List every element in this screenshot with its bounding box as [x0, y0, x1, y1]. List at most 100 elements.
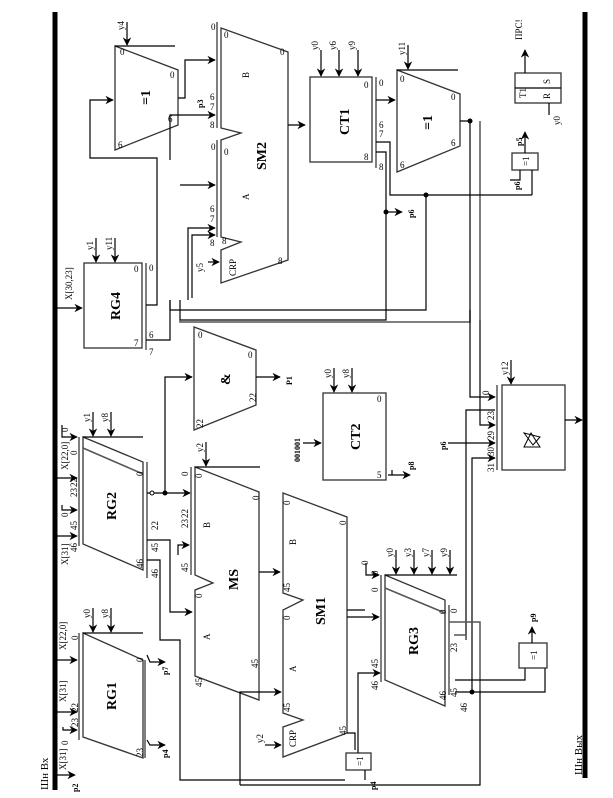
svg-text:6: 6	[210, 92, 215, 102]
svg-text:y2: y2	[195, 443, 205, 452]
svg-text:y0: y0	[310, 41, 320, 51]
svg-text:A: A	[241, 193, 251, 200]
svg-text:0: 0	[211, 142, 216, 152]
xor-p4-block: =1 p4	[345, 668, 381, 790]
svg-text:8: 8	[210, 120, 215, 130]
svg-text:001001: 001001	[293, 438, 302, 462]
svg-text:7: 7	[379, 129, 384, 139]
svg-text:RG2: RG2	[105, 492, 120, 520]
svg-text:y0: y0	[82, 609, 92, 619]
rg1-block: RG1 0 22 23 23 0 0 X[22,0] X[31] y0 y8 p…	[57, 608, 170, 759]
svg-text:22: 22	[180, 509, 190, 518]
ct2-block: CT2 0 5 001001 y0 y8 p8	[293, 368, 416, 481]
svg-text:23: 23	[180, 519, 190, 529]
svg-text:6: 6	[149, 330, 154, 340]
svg-text:y2: y2	[255, 734, 265, 743]
svg-text:RG4: RG4	[109, 292, 124, 320]
svg-text:B: B	[241, 72, 251, 78]
svg-text:6: 6	[379, 120, 384, 130]
svg-text:45: 45	[338, 726, 348, 736]
svg-text:6: 6	[210, 204, 215, 214]
svg-text:8: 8	[364, 152, 369, 162]
svg-text:7: 7	[210, 102, 215, 112]
svg-text:45: 45	[449, 688, 459, 698]
svg-text:y0: y0	[385, 548, 395, 558]
svg-text:0: 0	[198, 330, 203, 340]
svg-text:=1: =1	[355, 756, 365, 766]
svg-text:0: 0	[370, 570, 380, 575]
svg-text:y8: y8	[341, 369, 351, 379]
svg-text:0: 0	[251, 495, 261, 500]
svg-text:y9: y9	[439, 548, 449, 558]
xor-top-block: =1 0 0 6 6 y4	[114, 21, 179, 151]
svg-text:p4: p4	[161, 750, 170, 758]
svg-text:p6: p6	[407, 210, 416, 218]
svg-text:46: 46	[150, 569, 160, 579]
svg-text:P1: P1	[285, 376, 294, 385]
svg-text:y12: y12	[500, 362, 510, 376]
svg-text:30: 30	[486, 447, 496, 457]
sm1-block: SM1 B A CRP 0 0 45 0 45 45 y2	[255, 492, 348, 758]
svg-text:CT2: CT2	[349, 424, 364, 450]
svg-text:23: 23	[70, 718, 80, 728]
svg-text:0: 0	[69, 450, 79, 455]
svg-text:6: 6	[451, 138, 456, 148]
svg-text:0: 0	[481, 390, 491, 395]
svg-text:y0: y0	[323, 369, 333, 379]
svg-text:0: 0	[338, 520, 348, 525]
svg-text:29: 29	[486, 431, 496, 441]
svg-text:0: 0	[364, 80, 369, 90]
svg-text:y11: y11	[397, 42, 407, 55]
svg-text:0: 0	[149, 263, 154, 273]
xor-p9-block: =1 p9	[518, 614, 548, 669]
svg-text:y4: y4	[116, 21, 126, 31]
svg-text:p7: p7	[161, 667, 170, 675]
svg-text:0: 0	[135, 657, 145, 662]
svg-text:0: 0	[60, 512, 70, 517]
svg-text:y5: y5	[195, 263, 205, 273]
svg-text:45: 45	[194, 678, 204, 688]
svg-text:45: 45	[250, 659, 260, 669]
svg-text:0: 0	[60, 427, 70, 432]
svg-text:0: 0	[379, 78, 384, 88]
svg-text:23: 23	[69, 488, 79, 498]
svg-text:7: 7	[149, 347, 154, 357]
svg-text:MS: MS	[227, 569, 242, 590]
svg-text:23: 23	[449, 643, 459, 653]
svg-text:T1: T1	[518, 88, 528, 98]
svg-text:0: 0	[360, 560, 370, 565]
svg-text:p9: p9	[529, 614, 538, 622]
svg-text:0: 0	[400, 74, 405, 84]
rg2-block: RG2 0 0 23 22 0 45 46 0 22 45 46 46 X[22…	[57, 412, 160, 578]
svg-text:R: R	[542, 93, 552, 99]
svg-text:0: 0	[170, 70, 175, 80]
svg-text:23: 23	[135, 748, 145, 758]
svg-text:p3: p3	[196, 100, 205, 108]
and-block: & 0 0 22 22 P1	[193, 326, 294, 431]
svg-text:0: 0	[370, 587, 380, 592]
svg-text:X[30,23]: X[30,23]	[64, 267, 74, 300]
svg-text:7: 7	[210, 214, 215, 224]
svg-text:y11: y11	[104, 237, 114, 250]
svg-text:y1: y1	[82, 413, 92, 422]
svg-text:8: 8	[222, 236, 227, 246]
svg-text:X[31]: X[31]	[60, 544, 70, 566]
svg-text:A: A	[288, 665, 298, 672]
svg-text:0: 0	[211, 22, 216, 32]
svg-text:y0: y0	[552, 116, 562, 126]
svg-text:0: 0	[449, 608, 459, 613]
svg-text:45: 45	[370, 659, 380, 669]
input-bus-label: Шн Вх	[39, 757, 51, 790]
xor-p5-block: =1 p6 p5	[510, 131, 539, 195]
svg-text:0: 0	[180, 471, 190, 476]
svg-text:0: 0	[135, 471, 145, 476]
svg-text:p5: p5	[515, 138, 524, 146]
p2-signal-label: p2	[71, 784, 80, 792]
trigger-t1-block: T1 S R ПРС! y0	[514, 19, 562, 125]
svg-text:p8: p8	[407, 462, 416, 470]
svg-text:45: 45	[282, 583, 292, 593]
svg-text:31: 31	[486, 463, 496, 472]
ms-block: MS B A 0 0 0 23 22 45 0 45 45 y2	[177, 442, 261, 701]
svg-text:X[31]: X[31]	[58, 749, 68, 771]
